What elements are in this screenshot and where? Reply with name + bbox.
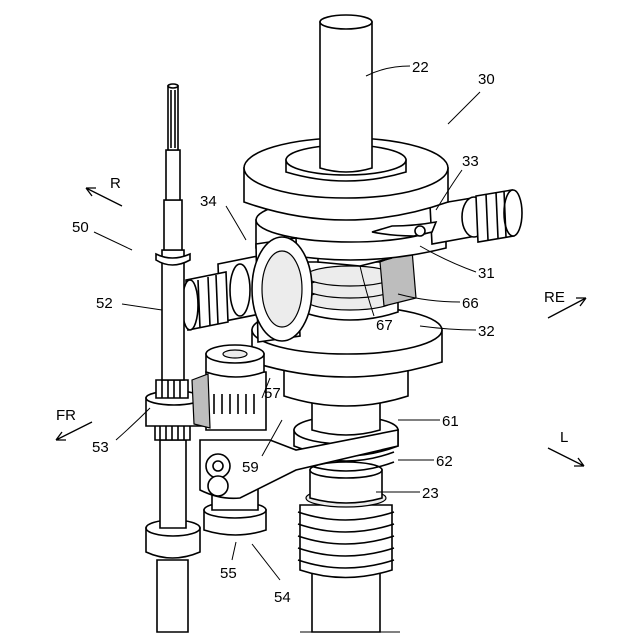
label-30: 30 <box>478 71 495 88</box>
label-34: 34 <box>200 193 217 210</box>
label-55: 55 <box>220 565 237 582</box>
label-62: 62 <box>436 453 453 470</box>
direction-r-label: R <box>110 175 121 192</box>
lower-post <box>300 570 400 632</box>
direction-fr-label: FR <box>56 407 76 424</box>
label-33: 33 <box>462 153 479 170</box>
label-59: 59 <box>242 459 259 476</box>
direction-l-label: L <box>560 429 568 446</box>
label-31: 31 <box>478 265 495 282</box>
label-32: 32 <box>478 323 495 340</box>
steering-shaft <box>146 84 202 632</box>
label-23: 23 <box>422 485 439 502</box>
label-53: 53 <box>92 439 109 456</box>
label-50: 50 <box>72 219 89 236</box>
label-52: 52 <box>96 295 113 312</box>
bellows-spring <box>298 452 394 578</box>
label-61: 61 <box>442 413 459 430</box>
label-57: 57 <box>264 385 281 402</box>
arrow-fr <box>56 422 92 440</box>
label-54: 54 <box>274 589 291 606</box>
direction-re-label: RE <box>544 289 565 306</box>
label-22: 22 <box>412 59 429 76</box>
label-66: 66 <box>462 295 479 312</box>
shaft-22 <box>320 15 372 172</box>
label-67: 67 <box>376 317 393 334</box>
arrow-l <box>548 448 584 466</box>
knob-34 <box>182 237 312 342</box>
